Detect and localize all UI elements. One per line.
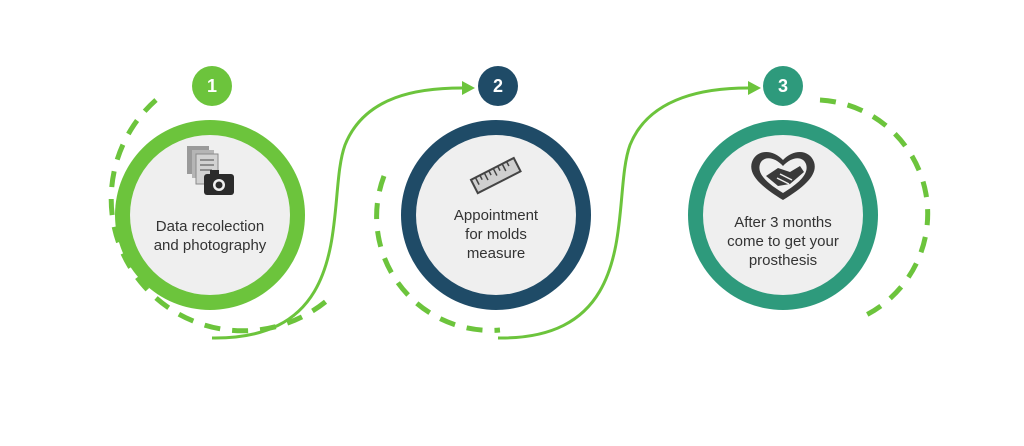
ruler-icon	[469, 156, 522, 195]
arrow-head-to-step-2	[462, 81, 475, 95]
step-3-label: After 3 months come to get your prosthes…	[708, 213, 858, 270]
step-2-number: 2	[492, 76, 503, 96]
step-3-dashed-arc	[819, 97, 931, 321]
step-2-circle	[401, 120, 591, 310]
step-1-label-line: Data recolection	[155, 218, 265, 235]
step-1-label: Data recolection and photography	[135, 217, 285, 255]
step-1-number: 1	[206, 76, 217, 96]
step-3-badge	[763, 66, 803, 106]
step-3-label-line: prosthesis	[748, 252, 818, 269]
step-1-circle	[115, 120, 305, 310]
step-1-badge	[192, 66, 232, 106]
step-2-label-line: for molds	[465, 226, 527, 243]
step-3-label-line: After 3 months	[734, 214, 832, 231]
step-3-circle	[688, 120, 878, 310]
step-1-label-line: and photography	[153, 237, 267, 254]
step-2-label: Appointment for molds measure	[421, 206, 571, 263]
step-2-badge	[478, 66, 518, 106]
arrow-head-to-step-3	[748, 81, 761, 95]
connector-1-to-2	[211, 86, 463, 340]
step-3-label-line: come to get your	[727, 233, 839, 250]
connector-2-to-3	[497, 86, 749, 340]
step-3-number: 3	[777, 76, 788, 96]
documents-camera-icon	[187, 146, 234, 195]
step-2-label-line: Appointment	[453, 207, 539, 224]
step-2-label-line: measure	[466, 245, 526, 262]
step-2-dashed-arc	[374, 175, 501, 333]
heart-hands-icon	[751, 151, 815, 200]
